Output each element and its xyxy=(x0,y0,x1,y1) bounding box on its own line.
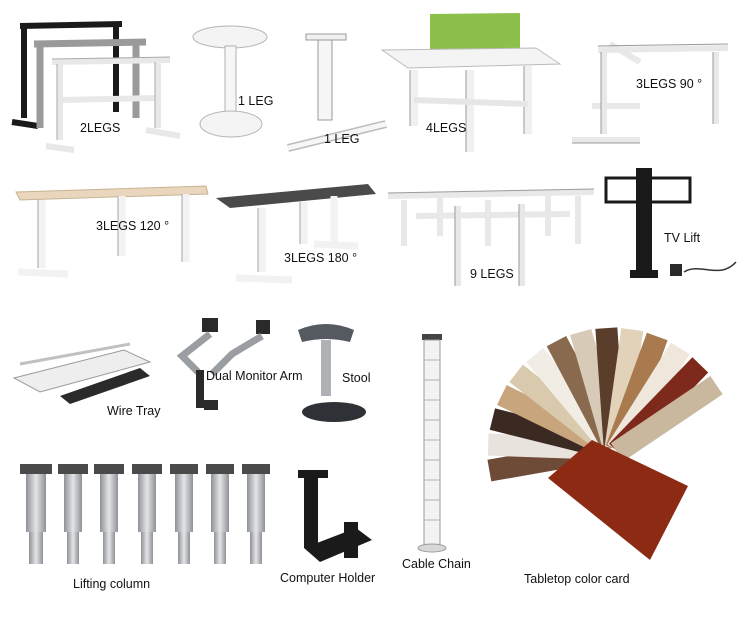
label-three-legs-120: 3LEGS 120 ° xyxy=(96,219,170,233)
cable-chain-icon xyxy=(417,334,447,553)
color-fan-icon xyxy=(487,327,723,560)
color-swatch xyxy=(610,376,723,462)
column-unit xyxy=(58,464,88,564)
stool-icon xyxy=(298,324,366,422)
label-four-legs: 4LEGS xyxy=(426,121,467,135)
computer-holder-icon xyxy=(298,470,372,562)
column-unit xyxy=(242,464,270,564)
column-unit xyxy=(206,464,234,564)
two-leg-desk-frames-icon xyxy=(11,21,181,153)
label-one-leg-round: 1 LEG xyxy=(238,94,274,108)
round-pedestal-table-icon xyxy=(192,25,268,138)
label-three-legs-90: 3LEGS 90 ° xyxy=(636,77,703,91)
monitor-arm-icon xyxy=(176,318,270,410)
tv-lift-icon xyxy=(604,168,737,278)
label-nine-legs: 9 LEGS xyxy=(470,267,514,281)
column-unit xyxy=(170,464,198,564)
label-one-leg-frame: 1 LEG xyxy=(324,132,360,146)
label-lifting-column: Lifting column xyxy=(73,577,151,591)
wire-tray-icon xyxy=(12,342,152,404)
label-wire-tray: Wire Tray xyxy=(107,404,161,418)
label-computer-holder: Computer Holder xyxy=(280,571,376,585)
column-unit xyxy=(132,464,162,564)
cluster-workstation-icon xyxy=(387,188,595,286)
label-cable-chain: Cable Chain xyxy=(402,557,471,571)
column-unit xyxy=(20,464,52,564)
corner-desk-icon xyxy=(15,185,209,278)
four-leg-bench-desk-icon xyxy=(380,13,562,152)
long-desk-icon xyxy=(216,184,376,284)
color-swatch xyxy=(489,408,612,459)
single-column-frame-icon xyxy=(287,33,387,152)
label-three-legs-180: 3LEGS 180 ° xyxy=(284,251,358,265)
column-unit xyxy=(94,464,124,564)
color-swatch xyxy=(604,328,644,450)
label-monitor-arm: Dual Monitor Arm xyxy=(206,369,303,383)
label-color-card: Tabletop color card xyxy=(524,572,630,586)
label-stool: Stool xyxy=(342,371,371,385)
l-shaped-frame-icon xyxy=(572,41,729,144)
label-tv-lift: TV Lift xyxy=(664,231,701,245)
label-two-legs: 2LEGS xyxy=(80,121,121,135)
lifting-column-icon xyxy=(20,464,270,564)
